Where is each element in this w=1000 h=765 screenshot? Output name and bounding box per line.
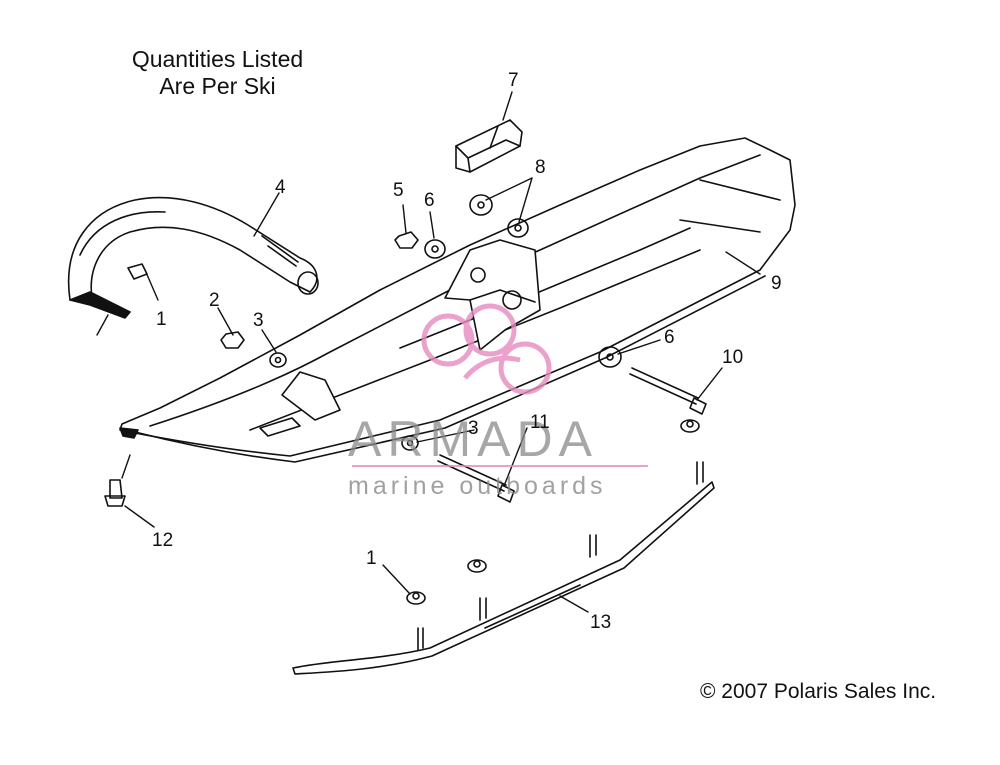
washer-3a [269, 352, 287, 368]
washer-6a [424, 239, 446, 259]
bolt-12 [104, 479, 126, 507]
nut-1c [467, 559, 487, 573]
callout-6b: 6 [664, 327, 675, 348]
callout-13: 13 [590, 612, 611, 633]
watermark-subtitle: marine outboards [348, 472, 607, 500]
callout-1b: 1 [366, 548, 377, 569]
washer-3b [401, 435, 419, 451]
callout-2: 2 [209, 290, 220, 311]
callout-6a: 6 [424, 190, 435, 211]
washer-6b [598, 346, 622, 368]
nut-2 [220, 331, 245, 349]
ski-loop [67, 196, 319, 319]
callout-11: 11 [530, 412, 550, 433]
quantity-note: Quantities Listed Are Per Ski [100, 46, 335, 100]
quantity-note-line-2: Are Per Ski [159, 73, 276, 99]
callout-4: 4 [275, 177, 286, 198]
carbide-runner [292, 461, 715, 675]
nut-1a [127, 263, 148, 280]
ski-body [119, 137, 796, 463]
callout-1a: 1 [156, 309, 167, 330]
wear-pad [455, 119, 523, 173]
leader-lines [96, 91, 761, 613]
callout-3a: 3 [253, 310, 264, 331]
callout-10: 10 [722, 347, 743, 368]
callout-8: 8 [535, 157, 546, 178]
bolt-10 [629, 367, 707, 415]
watermark: ARMADA marine outboards [348, 303, 648, 500]
nut-1b [406, 591, 426, 605]
nut-10 [680, 419, 700, 433]
copyright-text: © 2007 Polaris Sales Inc. [700, 680, 937, 703]
nut-5 [394, 231, 419, 249]
callout-7: 7 [508, 70, 519, 91]
watermark-logo-icon [421, 303, 552, 395]
bushing-8b [507, 218, 529, 238]
callout-12: 12 [152, 530, 173, 551]
quantity-note-line-1: Quantities Listed [131, 46, 304, 72]
callout-3b: 3 [468, 418, 479, 439]
callout-5: 5 [393, 180, 404, 201]
callout-9: 9 [771, 273, 782, 294]
bushing-8a [469, 194, 493, 216]
watermark-title: ARMADA [348, 411, 598, 467]
callouts: 1 1 2 3 3 4 5 6 6 7 8 9 10 11 12 13 [152, 70, 782, 633]
